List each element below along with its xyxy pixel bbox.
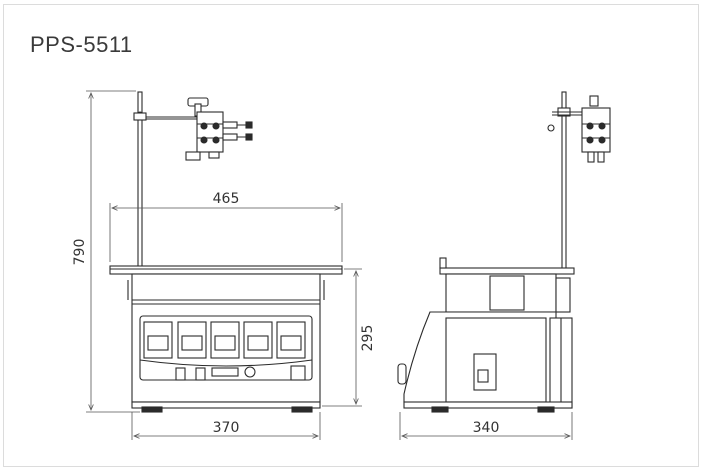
dim-295-label: 295 (360, 325, 376, 352)
front-pump-head (185, 97, 253, 161)
front-base (131, 401, 321, 409)
dimension-labels: 465 790 295 370 340 (72, 191, 499, 436)
front-view (109, 91, 343, 413)
side-stand-rod (561, 91, 567, 273)
dimension-lines (86, 90, 573, 440)
front-controllers (143, 321, 306, 359)
front-stand-rod (133, 91, 198, 268)
dim-340-label: 340 (473, 420, 500, 436)
drawing-sheet (3, 4, 699, 467)
side-view (397, 91, 611, 413)
model-title: PPS-5511 (30, 32, 133, 57)
dim-465-label: 465 (213, 191, 240, 207)
front-top-plate (109, 265, 343, 275)
dim-790-label: 790 (72, 239, 88, 266)
side-pump-head (581, 95, 611, 163)
dim-370-label: 370 (213, 420, 240, 436)
